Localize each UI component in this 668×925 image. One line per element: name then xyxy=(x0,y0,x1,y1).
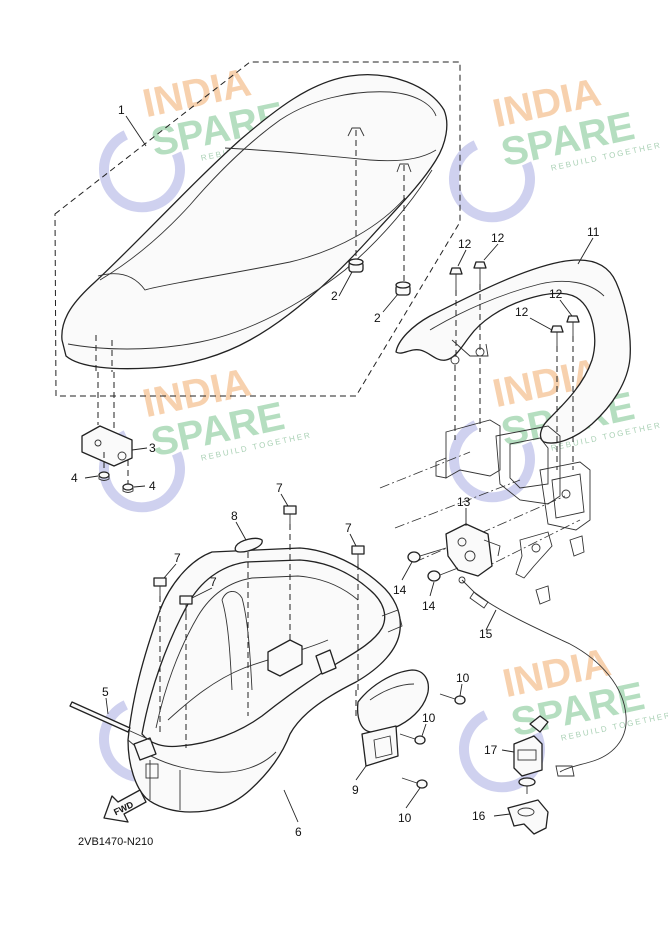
callout-16: 16 xyxy=(472,809,486,823)
damper-rubber-a xyxy=(348,258,364,273)
screw-10a xyxy=(439,693,466,705)
callout-12c: 12 xyxy=(515,305,529,319)
grab-bar-mount-lines xyxy=(454,358,481,440)
callout-11: 11 xyxy=(587,225,600,239)
diagram-code: 2VB1470-N210 xyxy=(78,836,153,848)
callout-12d: 12 xyxy=(549,287,563,301)
seat-lock-cable xyxy=(458,576,627,777)
clip-b xyxy=(179,595,193,748)
callout-14a: 14 xyxy=(393,583,407,597)
callouts: 1 2 2 3 4 4 5 6 7 7 7 7 8 9 10 10 10 11 … xyxy=(71,103,600,839)
callout-7c: 7 xyxy=(174,551,181,565)
bolt-c xyxy=(550,325,564,470)
callout-9: 9 xyxy=(352,783,359,797)
battery-cover xyxy=(355,669,430,767)
callout-8: 8 xyxy=(231,509,238,523)
clip-c xyxy=(283,505,297,640)
nut-a xyxy=(98,471,110,481)
callout-17: 17 xyxy=(484,743,498,757)
nut-b xyxy=(122,483,134,493)
watermark-top-right: INDIA SPARE REBUILD TOGETHER xyxy=(448,70,663,223)
seat-step-line xyxy=(224,147,437,162)
luggage-box xyxy=(127,547,403,813)
grommet xyxy=(234,537,263,716)
callout-6: 6 xyxy=(295,825,302,839)
callout-7b: 7 xyxy=(345,521,352,535)
callout-12a: 12 xyxy=(458,237,472,251)
callout-4a: 4 xyxy=(71,471,78,485)
luggage-box-outer xyxy=(127,547,401,813)
callout-4b: 4 xyxy=(149,479,156,493)
leader-lines xyxy=(84,115,594,823)
seat-top-edge xyxy=(99,91,437,281)
seat-lower-edge xyxy=(67,169,433,350)
callout-1: 1 xyxy=(118,103,125,117)
callout-7a: 7 xyxy=(276,481,283,495)
stud-mark-a xyxy=(347,127,365,137)
clip-d xyxy=(351,545,365,690)
callout-5: 5 xyxy=(102,685,109,699)
callout-2a: 2 xyxy=(331,289,338,303)
screw-10b xyxy=(399,733,426,745)
callout-10b: 10 xyxy=(422,711,436,725)
callout-13: 13 xyxy=(457,495,471,509)
lock-bracket xyxy=(507,799,549,835)
seat-assembly xyxy=(54,61,461,397)
callout-10c: 10 xyxy=(398,811,412,825)
callout-7d: 7 xyxy=(210,575,217,589)
callout-15: 15 xyxy=(479,627,493,641)
stud-mark-b xyxy=(396,163,412,173)
seat-rider-section xyxy=(97,197,406,291)
watermark-arrow-icon xyxy=(448,136,535,223)
screw-10c xyxy=(401,777,428,789)
seat-lock xyxy=(445,523,501,577)
frame-reference xyxy=(379,419,591,605)
lock-cylinder xyxy=(513,715,549,794)
bolt-a xyxy=(449,267,463,360)
luggage-box-inner-rim xyxy=(155,575,359,729)
bolt-b xyxy=(473,261,487,352)
grab-bar xyxy=(395,259,631,444)
damper-rubber-b xyxy=(395,281,411,296)
callout-2b: 2 xyxy=(374,311,381,325)
luggage-box-front-tab xyxy=(133,737,157,761)
callout-12b: 12 xyxy=(491,231,505,245)
watermark-mid-left: INDIA SPARE REBUILD TOGETHER xyxy=(98,360,313,513)
rod xyxy=(69,701,151,741)
bolt-d xyxy=(566,315,580,470)
luggage-box-bracket xyxy=(315,649,337,675)
seat-body xyxy=(61,74,448,370)
luggage-box-right-tab xyxy=(381,609,403,633)
screw-b xyxy=(427,567,459,582)
callout-10a: 10 xyxy=(456,671,470,685)
callout-3: 3 xyxy=(149,441,156,455)
watermark-arrow-icon xyxy=(98,126,185,213)
callout-14b: 14 xyxy=(422,599,436,613)
seat-hinge-line xyxy=(95,335,113,372)
clip-a xyxy=(153,577,167,734)
watermark-bottom-right: INDIA SPARE REBUILD TOGETHER xyxy=(458,640,668,793)
fwd-arrow-icon: FWD xyxy=(103,789,147,823)
seat-hinge xyxy=(81,372,133,484)
watermark-arrow-icon xyxy=(448,416,535,503)
screw-a xyxy=(407,547,447,563)
